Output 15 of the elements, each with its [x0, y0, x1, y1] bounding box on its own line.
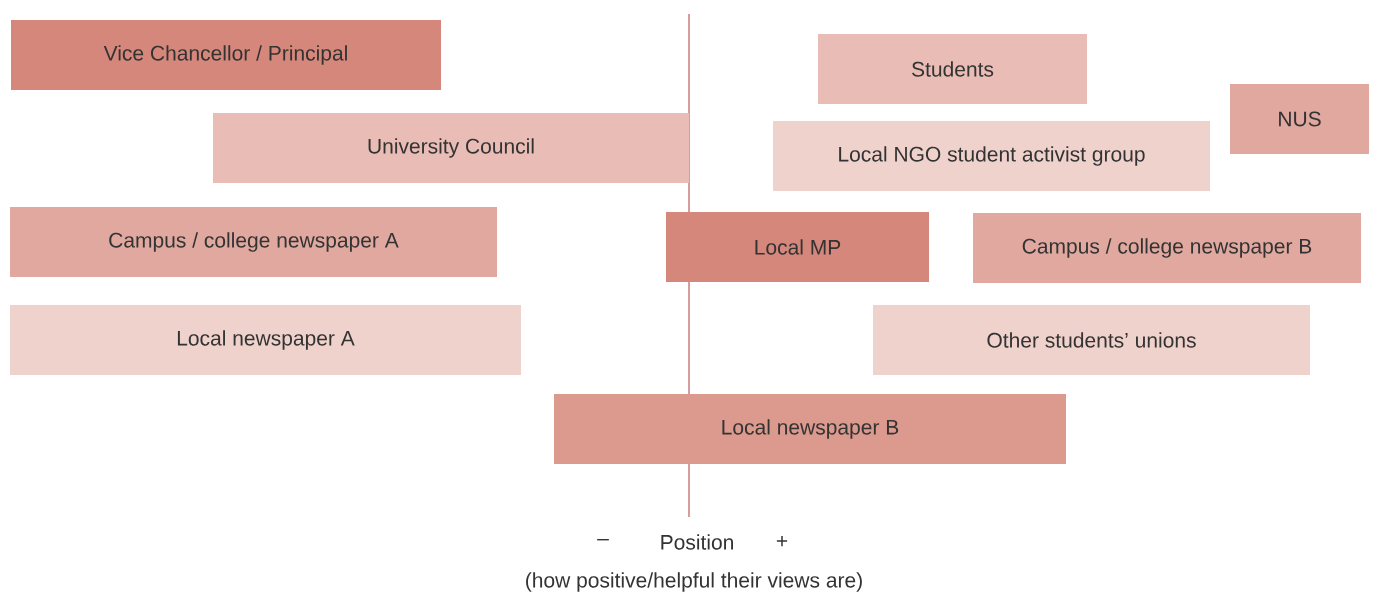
minus-sign: –: [597, 539, 609, 541]
stakeholder-box: Local newspaper A: [10, 305, 521, 375]
stakeholder-box: Other students’ unions: [873, 305, 1310, 375]
stakeholder-box: NUS: [1230, 84, 1369, 154]
plus-sign: +: [776, 535, 788, 547]
stakeholder-box: Local newspaper B: [554, 394, 1066, 464]
stakeholder-box: Local NGO student activist group: [773, 121, 1210, 191]
stakeholder-box: Students: [818, 34, 1087, 104]
stakeholder-box: University Council: [213, 113, 689, 183]
stakeholder-box: Campus / college newspaper B: [973, 213, 1361, 283]
axis-subtitle: (how positive/helpful their views are): [526, 572, 862, 592]
stakeholder-box: Vice Chancellor / Principal: [11, 20, 441, 90]
stakeholder-box: Campus / college newspaper A: [10, 207, 497, 277]
axis-label: Position: [661, 534, 733, 550]
stakeholder-box: Local MP: [666, 212, 929, 282]
